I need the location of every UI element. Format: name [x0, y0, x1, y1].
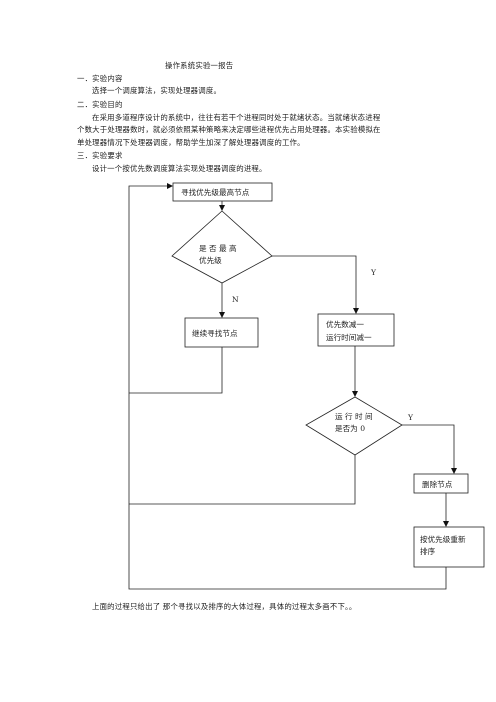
resort-line2: 排序 [420, 546, 436, 556]
section3-body: 设计一个按优先数调度算法实现处理器调度的进程。 [92, 164, 267, 173]
section3-heading: 三．实验要求 [77, 151, 123, 160]
decision2-line1: 运 行 时 间 [335, 411, 373, 421]
priority-dec-line1: 优先数减一 [326, 319, 364, 329]
doc-title: 操作系统实验一报告 [165, 61, 234, 70]
continue-find-label: 继续寻找节点 [192, 328, 238, 338]
resort-box [413, 526, 485, 568]
line-decision2-no [129, 455, 356, 505]
section2-line-2: 个数大于处理器数时，就必须依照某种策略来决定哪些进程优先占用处理器。本实验模拟在 [77, 125, 381, 134]
line-decision2-yes [402, 424, 457, 474]
label-y2: Y [407, 413, 414, 422]
priority-decrement-box [317, 313, 395, 347]
decision1-line1: 是 否 最 高 [199, 243, 237, 253]
section2-line-1: 在采用多道程序设计的系统中，往往有若干个进程同时处于就绪状态。当就绪状态进程 [92, 113, 381, 122]
priority-dec-line2: 运行时间减一 [326, 332, 372, 342]
line-continue-loop [129, 347, 223, 394]
find-highest-box [172, 182, 273, 202]
delete-node-label: 删除节点 [422, 479, 453, 489]
section2-heading: 二．实验目的 [77, 100, 123, 109]
label-n: N [232, 295, 239, 304]
footer-note: 上面的过程只给出了 那个寻找以及排序的大体过程，具体的过程太多画不下。。 [92, 602, 357, 611]
delete-node-box [413, 473, 469, 494]
line-decision-yes [272, 255, 359, 314]
decision2-line2: 是否为 0 [335, 423, 365, 433]
section2-line-3: 单处理器情况下处理器调度，帮助学生加深了解处理器调度的工作。 [77, 138, 305, 147]
resort-line1: 按优先级重新 [420, 534, 466, 544]
continue-find-box [184, 317, 259, 348]
section1-heading: 一．实验内容 [77, 74, 123, 83]
decision1-line2: 优先级 [199, 255, 222, 265]
section1-body: 选择一个调度算法，实现处理器调度。 [92, 86, 222, 95]
line-resort-loop [128, 183, 447, 590]
find-highest-label: 寻找优先级最高节点 [181, 187, 250, 197]
label-y1: Y [370, 268, 377, 277]
